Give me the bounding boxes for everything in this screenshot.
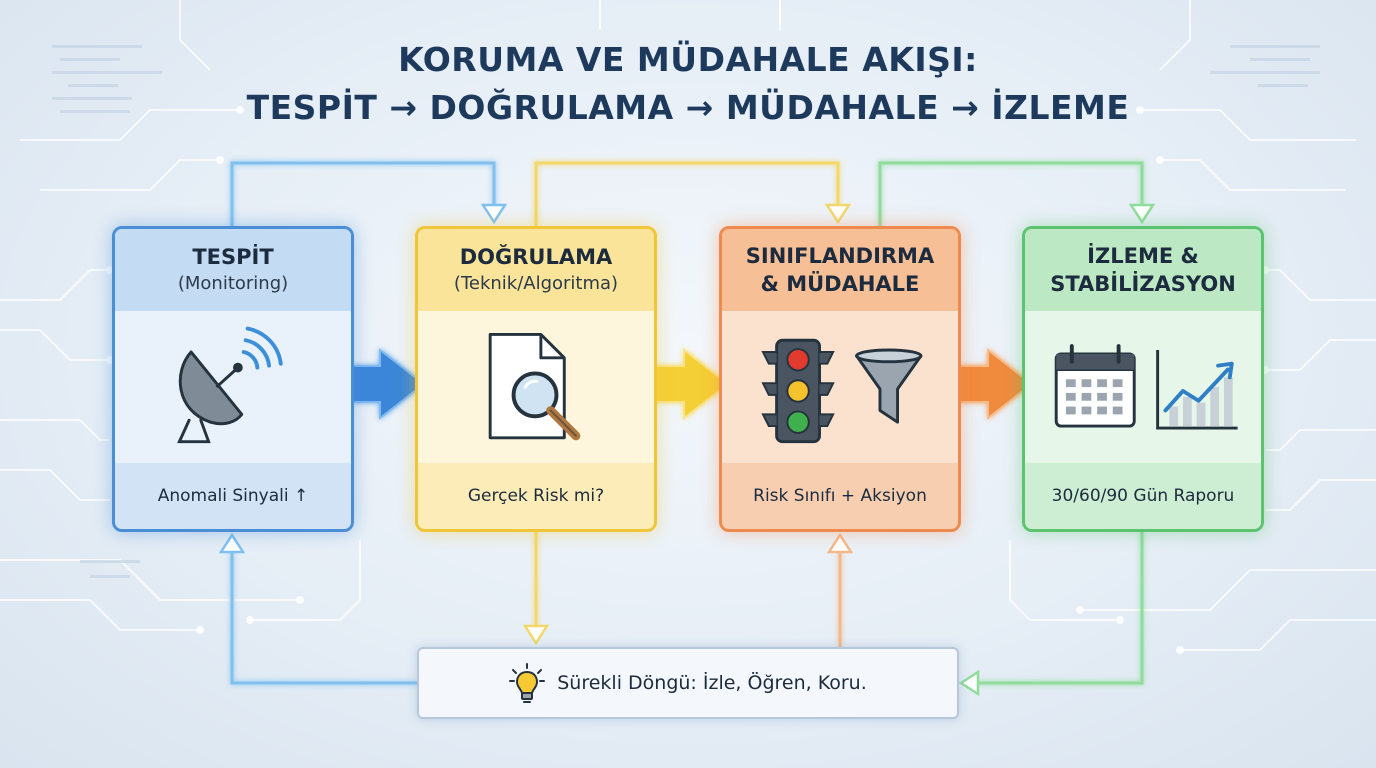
step-title: SINIFLANDIRMA & MÜDAHALE (745, 244, 935, 296)
funnel-icon (855, 348, 923, 424)
arrowhead-down (824, 203, 852, 225)
step-card-header: İZLEME & STABİLİZASYON (1025, 229, 1261, 311)
connector-izleme-to-loop (977, 532, 1144, 685)
step-title: İZLEME & STABİLİZASYON (1050, 244, 1236, 296)
growth-chart-icon (1156, 350, 1238, 430)
arrowhead-up (826, 532, 854, 554)
arrowhead-down (1128, 203, 1156, 225)
step-title: DOĞRULAMA (459, 245, 613, 269)
step-card-header: DOĞRULAMA (Teknik/Algoritma) (418, 229, 654, 311)
loop-text: Sürekli Döngü: İzle, Öğren, Koru. (557, 672, 867, 694)
step-subtitle: (Monitoring) (177, 273, 289, 294)
calendar-chart-icon (1054, 344, 1238, 430)
connector-siniflandirma-to-izleme (878, 161, 1144, 226)
arrowhead-down (480, 203, 508, 225)
step-card-header: TESPİT (Monitoring) (115, 229, 351, 311)
step-card-tespit: TESPİT (Monitoring) Anomali Sinyali ↑ (112, 226, 354, 532)
step-card-body (1025, 311, 1261, 469)
step-title: TESPİT (192, 245, 274, 269)
step-footer: Gerçek Risk mi? (418, 463, 654, 529)
connector-tespit-to-dogrulama (230, 161, 496, 226)
diagram-title-line2: TESPİT → DOĞRULAMA → MÜDAHALE → İZLEME (246, 88, 1130, 127)
step-footer: Anomali Sinyali ↑ (115, 463, 351, 529)
step-card-body (115, 311, 351, 469)
arrowhead-down (522, 624, 550, 646)
step-footer: 30/60/90 Gün Raporu (1025, 463, 1261, 529)
traffic-light-funnel-icon (761, 338, 923, 444)
continuous-loop-box: Sürekli Döngü: İzle, Öğren, Koru. (417, 647, 959, 719)
satellite-dish-icon (177, 326, 283, 444)
traffic-light-icon (761, 338, 835, 444)
step-card-header: SINIFLANDIRMA & MÜDAHALE (722, 229, 958, 311)
step-card-siniflandirma: SINIFLANDIRMA & MÜDAHALE Risk Sınıfı + A… (719, 226, 961, 532)
step-footer: Risk Sınıfı + Aksiyon (722, 463, 958, 529)
arrowhead-left (958, 669, 980, 697)
document-search-icon (488, 332, 581, 441)
diagram-title-line1: KORUMA VE MÜDAHALE AKIŞI: (398, 40, 978, 79)
lightbulb-icon (509, 663, 546, 703)
arrowhead-up (218, 532, 246, 554)
step-card-body (418, 311, 654, 469)
step-card-dogrulama: DOĞRULAMA (Teknik/Algoritma) Gerçek Risk… (415, 226, 657, 532)
step-card-izleme: İZLEME & STABİLİZASYON (1022, 226, 1264, 532)
calendar-icon (1054, 344, 1136, 428)
step-card-body (722, 311, 958, 469)
connector-loop-to-tespit (230, 550, 417, 685)
connector-dogrulama-to-siniflandirma (534, 161, 840, 226)
step-subtitle: (Teknik/Algoritma) (453, 273, 619, 294)
